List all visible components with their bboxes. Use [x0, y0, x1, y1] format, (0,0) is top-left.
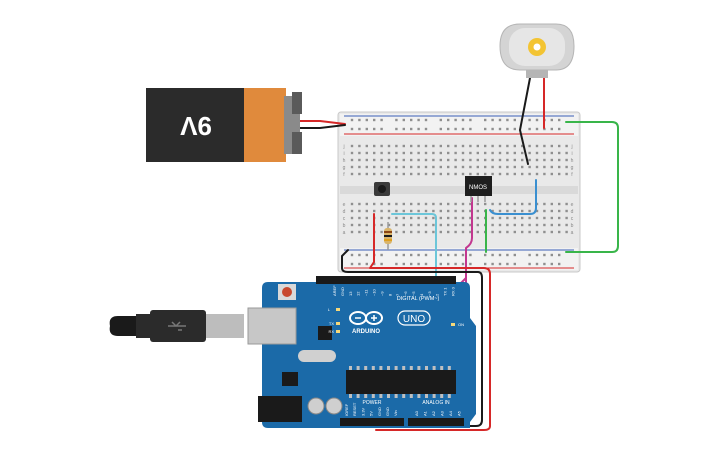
breadboard-row-letter: c: [571, 216, 574, 222]
breadboard-row-letter: b: [343, 223, 346, 229]
push-button[interactable]: [374, 182, 390, 196]
breadboard-holes: [350, 118, 568, 266]
pin-label: A4: [448, 410, 453, 416]
power-header-label: POWER: [363, 400, 382, 406]
cyan-button-wire: [391, 213, 437, 293]
breadboard-row-letter: h: [343, 158, 346, 164]
nmos-transistor[interactable]: NMOS: [465, 176, 492, 202]
black-gnd-wire: [341, 249, 483, 427]
breadboard-row-letter: i: [343, 151, 344, 157]
pin-label: GND: [340, 287, 345, 296]
pin-label: RESET: [352, 402, 357, 416]
battery-9v[interactable]: 9V: [146, 88, 302, 162]
breadboard-row-letter: b: [571, 223, 574, 229]
breadboard-row-letter: e: [571, 202, 574, 208]
red-5v-arduino-wire: [369, 261, 491, 431]
pin-label: A5: [457, 410, 462, 416]
pin-label: 13: [348, 291, 353, 296]
usb-cable[interactable]: [109, 310, 244, 342]
pin-label: 2: [435, 293, 440, 296]
breadboard-row-letter: h: [571, 158, 574, 164]
pin-label: RX 0: [451, 286, 456, 296]
usb-icon: [168, 321, 186, 331]
pin-label: 4: [419, 293, 424, 296]
breadboard-row-letter: a: [343, 230, 346, 236]
battery-black-lead: [299, 124, 346, 129]
pin-label: GND: [377, 407, 382, 416]
pin-label: 8: [387, 293, 392, 296]
pin-label: 7: [395, 293, 400, 296]
breadboard-row-letter: d: [571, 209, 574, 215]
led-tx-label: TX: [329, 321, 334, 326]
breadboard-row-letter: g: [571, 165, 574, 171]
arduino-logo: [349, 311, 383, 325]
pin-label: ~9: [379, 291, 384, 296]
pin-label: ~11: [364, 289, 369, 296]
pin-label: 12: [356, 291, 361, 296]
pin-label: ~3: [427, 291, 432, 296]
breadboard-row-letter: j: [342, 144, 344, 150]
atmega-pins: [349, 366, 451, 398]
led-rx-label: RX: [328, 329, 334, 334]
pin-label: ~5: [411, 291, 416, 296]
pin-label: A3: [440, 410, 445, 416]
pin-label: A0: [414, 410, 419, 416]
dc-motor[interactable]: [499, 23, 575, 78]
breadboard-row-letter: i: [571, 151, 572, 157]
magenta-gate-wire: [465, 197, 473, 293]
arduino-brand: ARDUINO: [352, 329, 380, 335]
breadboard-row-letter: g: [343, 165, 346, 171]
pin-label: IOREF: [344, 403, 349, 416]
green-rail-jumper: [565, 121, 619, 253]
breadboard-row-letter: f: [343, 172, 345, 178]
pin-label: A1: [423, 410, 428, 416]
led-on-label: ON: [458, 322, 464, 327]
analog-header-label: ANALOG IN: [422, 400, 450, 406]
arduino-model: UNO: [403, 314, 425, 325]
pin-label: AREF: [332, 285, 337, 296]
pin-label: ~10: [372, 288, 377, 296]
battery-red-lead: [299, 120, 346, 125]
breadboard-row-letter: d: [343, 209, 346, 215]
battery-label: 9V: [179, 111, 211, 141]
pin-label: 5V: [369, 411, 374, 416]
breadboard-row-letter: f: [571, 172, 573, 178]
pin-label: Vin: [393, 410, 398, 416]
digital-header-label: DIGITAL (PWM~): [397, 296, 440, 302]
reset-button[interactable]: [282, 287, 292, 297]
breadboard-row-letter: e: [343, 202, 346, 208]
transistor-label: NMOS: [469, 185, 487, 191]
pin-label: 3.3V: [360, 407, 365, 416]
led-l-label: L: [328, 307, 331, 312]
breadboard-row-letter: c: [343, 216, 346, 222]
motor-black-wire: [519, 77, 531, 165]
pin-label: ~6: [403, 291, 408, 296]
breadboard-row-letter: j: [570, 144, 572, 150]
pin-label: TX 1: [443, 287, 448, 296]
pin-label: GND: [385, 407, 390, 416]
pin-label: A2: [431, 410, 436, 416]
blue-wire: [489, 179, 537, 215]
resistor[interactable]: [384, 222, 392, 250]
breadboard-row-letter: a: [571, 230, 574, 236]
